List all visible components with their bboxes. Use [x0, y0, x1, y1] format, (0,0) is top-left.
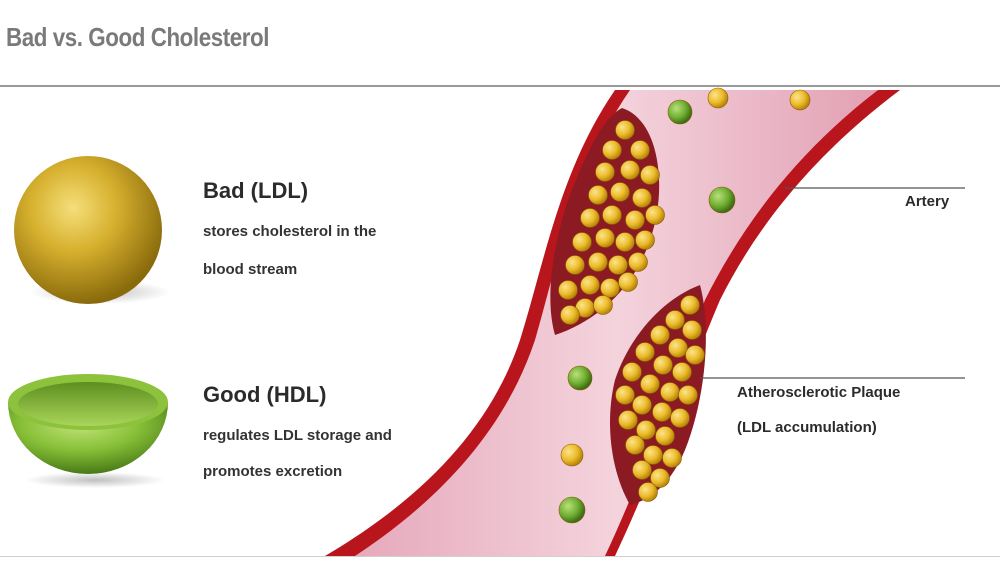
ldl-plaque-particle: [665, 310, 685, 330]
ldl-plaque-particle: [655, 426, 675, 446]
hdl-particle: [567, 365, 593, 391]
ldl-plaque-particle: [650, 325, 670, 345]
ldl-plaque-particle: [588, 185, 608, 205]
ldl-sphere-icon: [14, 156, 170, 304]
plaque-label-line2: (LDL accumulation): [737, 419, 877, 436]
ldl-particle: [560, 443, 584, 467]
ldl-plaque-particle: [610, 182, 630, 202]
ldl-description-line2: blood stream: [203, 261, 298, 278]
ldl-plaque-particle: [640, 374, 660, 394]
ldl-plaque-particle: [632, 395, 652, 415]
ldl-plaque-particle: [625, 435, 645, 455]
artery-label: Artery: [905, 193, 950, 210]
ldl-plaque-particle: [602, 140, 622, 160]
ldl-plaque-particle: [615, 385, 635, 405]
plaque-label-line1: Atherosclerotic Plaque: [737, 384, 901, 401]
ldl-plaque-particle: [632, 188, 652, 208]
hdl-particle: [708, 186, 736, 214]
ldl-plaque-particle: [653, 355, 673, 375]
ldl-plaque-particle: [680, 295, 700, 315]
ldl-plaque-particle: [558, 280, 578, 300]
ldl-plaque-particle: [638, 482, 658, 502]
ldl-particle: [707, 87, 729, 109]
ldl-plaque-particle: [625, 210, 645, 230]
artery-lumen: [355, 90, 878, 556]
ldl-heading: Bad (LDL): [203, 178, 309, 203]
ldl-plaque-particle: [643, 445, 663, 465]
ldl-plaque-particle: [580, 208, 600, 228]
ldl-plaque-particle: [622, 362, 642, 382]
ldl-plaque-particle: [672, 362, 692, 382]
ldl-plaque-particle: [632, 460, 652, 480]
ldl-particle: [789, 89, 811, 111]
ldl-plaque-particle: [640, 165, 660, 185]
hdl-description-line1: regulates LDL storage and: [203, 427, 392, 444]
hdl-particle: [667, 99, 693, 125]
bottom-divider: [0, 556, 1000, 557]
page-title: Bad vs. Good Cholesterol: [6, 22, 270, 52]
ldl-plaque-particle: [618, 272, 638, 292]
ldl-plaque-particle: [600, 278, 620, 298]
ldl-description-line1: stores cholesterol in the: [203, 223, 377, 240]
ldl-plaque-particle: [595, 228, 615, 248]
ldl-plaque-particle: [580, 275, 600, 295]
ldl-plaque-particle: [635, 342, 655, 362]
hdl-description-line2: promotes excretion: [203, 463, 343, 480]
ldl-plaque-particle: [588, 252, 608, 272]
ldl-plaque-particle: [668, 338, 688, 358]
ldl-plaque-particle: [652, 402, 672, 422]
ldl-plaque-particle: [630, 140, 650, 160]
ldl-plaque-particle: [560, 305, 580, 325]
ldl-plaque-particle: [608, 255, 628, 275]
ldl-plaque-particle: [572, 232, 592, 252]
ldl-plaque-particle: [628, 252, 648, 272]
ldl-plaque-particle: [678, 385, 698, 405]
hdl-heading: Good (HDL): [203, 382, 327, 407]
ldl-plaque-particle: [635, 230, 655, 250]
ldl-plaque-particle: [618, 410, 638, 430]
ldl-plaque-particle: [615, 120, 635, 140]
ldl-plaque-particle: [645, 205, 665, 225]
hdl-hemisphere-icon: [8, 374, 168, 488]
ldl-plaque-particle: [682, 320, 702, 340]
ldl-plaque-particle: [620, 160, 640, 180]
ldl-plaque-particle: [615, 232, 635, 252]
ldl-plaque-particle: [595, 162, 615, 182]
ldl-plaque-particle: [565, 255, 585, 275]
ldl-plaque-particle: [685, 345, 705, 365]
ldl-plaque-particle: [660, 382, 680, 402]
ldl-plaque-particle: [662, 448, 682, 468]
ldl-plaque-particle: [593, 295, 613, 315]
ldl-plaque-particle: [636, 420, 656, 440]
hdl-particle: [558, 496, 586, 524]
ldl-plaque-particle: [602, 205, 622, 225]
ldl-plaque-particle: [650, 468, 670, 488]
title-divider: [0, 85, 1000, 87]
ldl-plaque-particle: [670, 408, 690, 428]
